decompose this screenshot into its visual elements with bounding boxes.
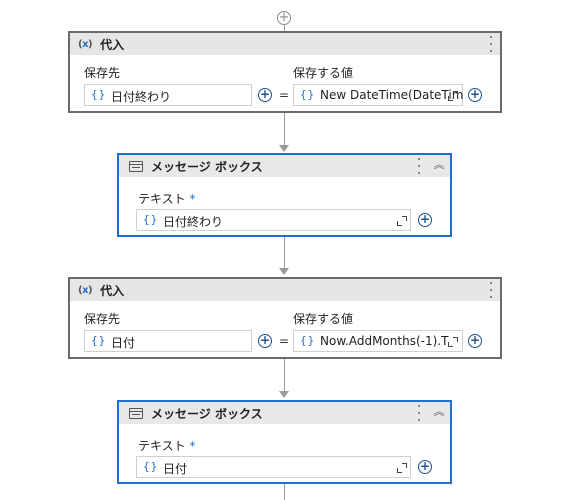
value-field-expression: Now.AddMonths(-1).T [320, 334, 449, 348]
text-field-value: 日付 [163, 462, 188, 476]
more-options-icon[interactable] [417, 405, 421, 421]
variable-icon: (x) [78, 284, 93, 296]
add-value-button[interactable]: + [468, 87, 482, 102]
activity-header: (x) 代入 [70, 33, 500, 55]
value-label: 保存する値 [293, 312, 354, 326]
value-field[interactable]: {} New DateTime(DateTim [293, 84, 463, 106]
text-label: テキスト * [138, 439, 196, 453]
more-options-icon[interactable] [417, 158, 421, 174]
insert-activity-button[interactable]: + [277, 11, 291, 25]
braces-icon: {} [300, 88, 316, 101]
to-field[interactable]: {} 日付 [84, 330, 252, 352]
braces-icon: {} [300, 334, 316, 347]
equals-sign: = [279, 88, 290, 102]
message-box-activity[interactable]: メッセージ ボックス ︽ テキスト * {} 日付 + [117, 400, 452, 484]
activity-header: メッセージ ボックス ︽ [119, 155, 450, 177]
sequence-connector [284, 484, 285, 500]
variable-icon: (x) [78, 38, 93, 50]
activity-title: メッセージ ボックス [151, 406, 263, 421]
to-field-value: 日付 [111, 336, 136, 350]
required-marker: * [189, 192, 196, 206]
add-text-button[interactable]: + [418, 459, 432, 474]
expand-editor-icon[interactable] [448, 91, 458, 101]
add-variable-button[interactable]: + [258, 333, 272, 348]
activity-title: 代入 [100, 37, 125, 52]
sequence-connector [284, 237, 285, 269]
braces-icon: {} [143, 213, 159, 226]
message-box-icon [129, 160, 143, 172]
collapse-icon[interactable]: ︽ [433, 158, 445, 171]
connector-arrow-icon [279, 391, 289, 398]
activity-header: メッセージ ボックス ︽ [119, 402, 450, 424]
sequence-connector [284, 113, 285, 145]
to-field-value: 日付終わり [111, 90, 172, 104]
activity-title: メッセージ ボックス [151, 159, 263, 174]
text-field[interactable]: {} 日付終わり [136, 209, 411, 231]
text-field[interactable]: {} 日付 [136, 456, 411, 478]
activity-title: 代入 [100, 283, 125, 298]
braces-icon: {} [143, 460, 159, 473]
more-options-icon[interactable] [489, 282, 493, 298]
connector-arrow-icon [279, 145, 289, 152]
assign-activity[interactable]: (x) 代入 保存先 保存する値 {} 日付終わり + = {} New Dat… [68, 31, 502, 113]
collapse-icon[interactable]: ︽ [433, 405, 445, 418]
value-field[interactable]: {} Now.AddMonths(-1).T [293, 330, 463, 352]
to-label: 保存先 [84, 66, 121, 80]
sequence-connector [284, 359, 285, 392]
equals-sign: = [279, 334, 290, 348]
expand-editor-icon[interactable] [448, 337, 458, 347]
expand-editor-icon[interactable] [397, 216, 407, 226]
add-value-button[interactable]: + [468, 333, 482, 348]
plus-icon: + [278, 10, 290, 25]
add-text-button[interactable]: + [418, 212, 432, 227]
connector-arrow-icon [279, 268, 289, 275]
message-box-activity[interactable]: メッセージ ボックス ︽ テキスト * {} 日付終わり + [117, 153, 452, 237]
message-box-icon [129, 407, 143, 419]
required-marker: * [189, 439, 196, 453]
add-variable-button[interactable]: + [258, 87, 272, 102]
to-label: 保存先 [84, 312, 121, 326]
activity-header: (x) 代入 [70, 279, 500, 301]
braces-icon: {} [91, 88, 107, 101]
braces-icon: {} [91, 334, 107, 347]
value-label: 保存する値 [293, 66, 354, 80]
expand-editor-icon[interactable] [397, 463, 407, 473]
sequence-connector [284, 25, 285, 32]
text-label: テキスト * [138, 192, 196, 206]
assign-activity[interactable]: (x) 代入 保存先 保存する値 {} 日付 + = {} Now.AddMon… [68, 277, 502, 359]
more-options-icon[interactable] [489, 36, 493, 52]
to-field[interactable]: {} 日付終わり [84, 84, 252, 106]
value-field-expression: New DateTime(DateTim [320, 88, 464, 102]
text-field-value: 日付終わり [163, 215, 224, 229]
